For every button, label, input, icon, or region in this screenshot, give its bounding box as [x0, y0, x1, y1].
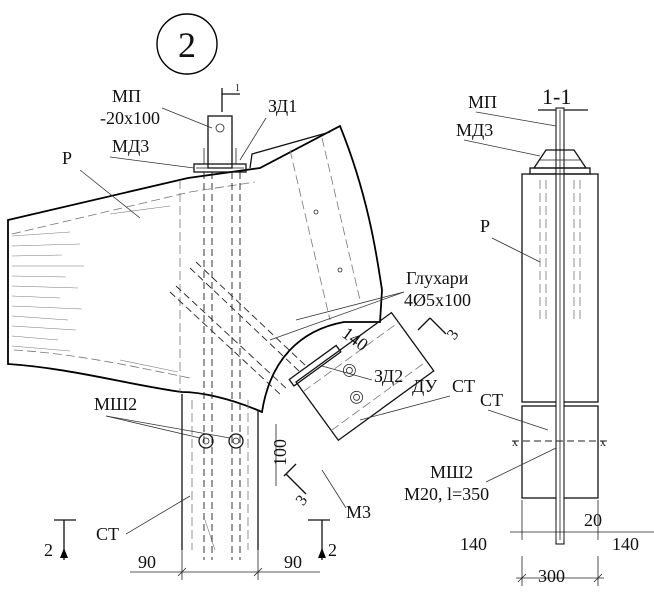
plate-label: МП — [112, 86, 141, 106]
cut-marker-1-label: 1 — [235, 83, 240, 94]
lag-screws — [169, 261, 307, 397]
plate-m3-label: М3 — [346, 502, 371, 522]
section-dim-300: 300 — [538, 566, 565, 586]
section-rafter-label: Р — [480, 216, 490, 236]
vertical-bolts — [203, 172, 241, 560]
screws-label: Глухари — [406, 268, 469, 288]
bolt-heads-msh2 — [198, 433, 244, 449]
post-label-left: СТ — [96, 524, 119, 544]
section-dims: 20 140 140 300 — [460, 500, 654, 586]
cut-marker-1: 1 — [221, 83, 240, 112]
section-dim-20: 20 — [584, 510, 602, 530]
cut-marker-2-right-label: 2 — [328, 540, 337, 560]
detail-number-callout: 2 — [156, 13, 218, 75]
strut-label: ДУ — [412, 376, 437, 396]
section-dim-140-left: 140 — [460, 534, 487, 554]
section-post-label: СТ — [480, 390, 503, 410]
cut-marker-2-left-label: 2 — [44, 540, 53, 560]
top-plate-mp — [193, 115, 247, 173]
cut-marker-3-bottom-label: 3 — [293, 492, 311, 508]
glue-1-label: ЗД1 — [268, 96, 297, 116]
cut-marker-2-right: 2 — [308, 519, 337, 560]
cut-marker-3-bottom: 3 — [283, 463, 311, 509]
section-washer-label: МД3 — [456, 120, 493, 140]
strut-du — [288, 311, 435, 442]
section-title: 1-1 — [542, 84, 571, 109]
bolt-label-left: МШ2 — [94, 394, 137, 414]
dim-90-right: 90 — [284, 552, 302, 572]
rafter-beam — [7, 124, 383, 414]
plate-size-label: -20x100 — [100, 108, 160, 128]
dim-100: 100 — [270, 424, 290, 486]
section-horizontal-bolt: x x — [512, 435, 610, 449]
svg-text:x: x — [512, 435, 518, 449]
dim-100-label: 100 — [270, 439, 290, 466]
glue-2-label: ЗД2 — [374, 366, 403, 386]
washer-label: МД3 — [112, 136, 149, 156]
rafter-label-left: Р — [62, 148, 72, 168]
section-bolt-spec: М20, l=350 — [404, 484, 489, 504]
dim-140-strut: 140 — [338, 323, 372, 355]
section-dim-140-right: 140 — [612, 534, 639, 554]
cut-marker-3-top-label: 3 — [444, 327, 462, 343]
section-central-bolt — [555, 107, 565, 545]
rafter-wood-grain — [11, 205, 179, 373]
post-label-right: СТ — [452, 376, 475, 396]
screws-spec-label: 4Ø5x100 — [404, 290, 471, 310]
detail-number: 2 — [178, 25, 196, 65]
section-washer — [529, 149, 591, 175]
post-column — [181, 394, 259, 551]
section-bolt-label: МШ2 — [430, 462, 473, 482]
dim-90-left: 90 — [138, 552, 156, 572]
cut-marker-2-left: 2 — [44, 519, 76, 560]
cut-marker-3-top: 3 — [417, 317, 462, 343]
section-plate-label: МП — [468, 92, 497, 112]
svg-text:x: x — [600, 435, 606, 449]
dim-bottom-left-view: 90 90 — [130, 548, 320, 580]
